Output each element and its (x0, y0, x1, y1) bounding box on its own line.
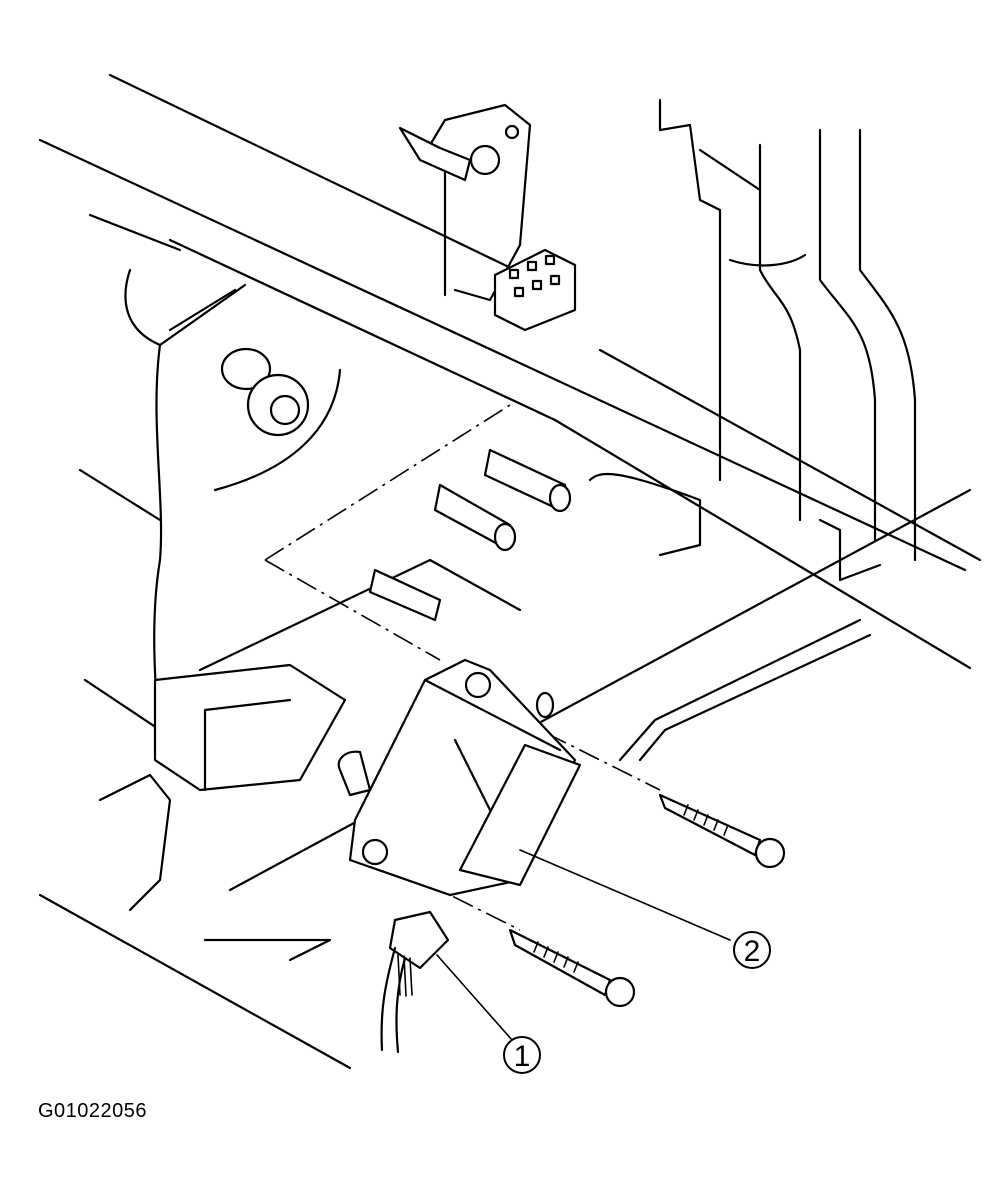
wiring-connector (380, 910, 450, 1054)
control-module (337, 658, 582, 897)
callout-1-number: 1 (514, 1040, 531, 1073)
callout-2-number: 2 (744, 935, 761, 968)
figure-id-label: G01022056 (38, 1100, 148, 1122)
callout-2: 2 (733, 931, 771, 969)
callout-1: 1 (503, 1036, 541, 1074)
mounting-bolt-upper (658, 793, 786, 869)
injector-components (368, 448, 702, 622)
callout-leaders (436, 849, 731, 1041)
vehicle-structure (38, 73, 982, 1070)
mounting-bolt-lower (508, 928, 636, 1008)
